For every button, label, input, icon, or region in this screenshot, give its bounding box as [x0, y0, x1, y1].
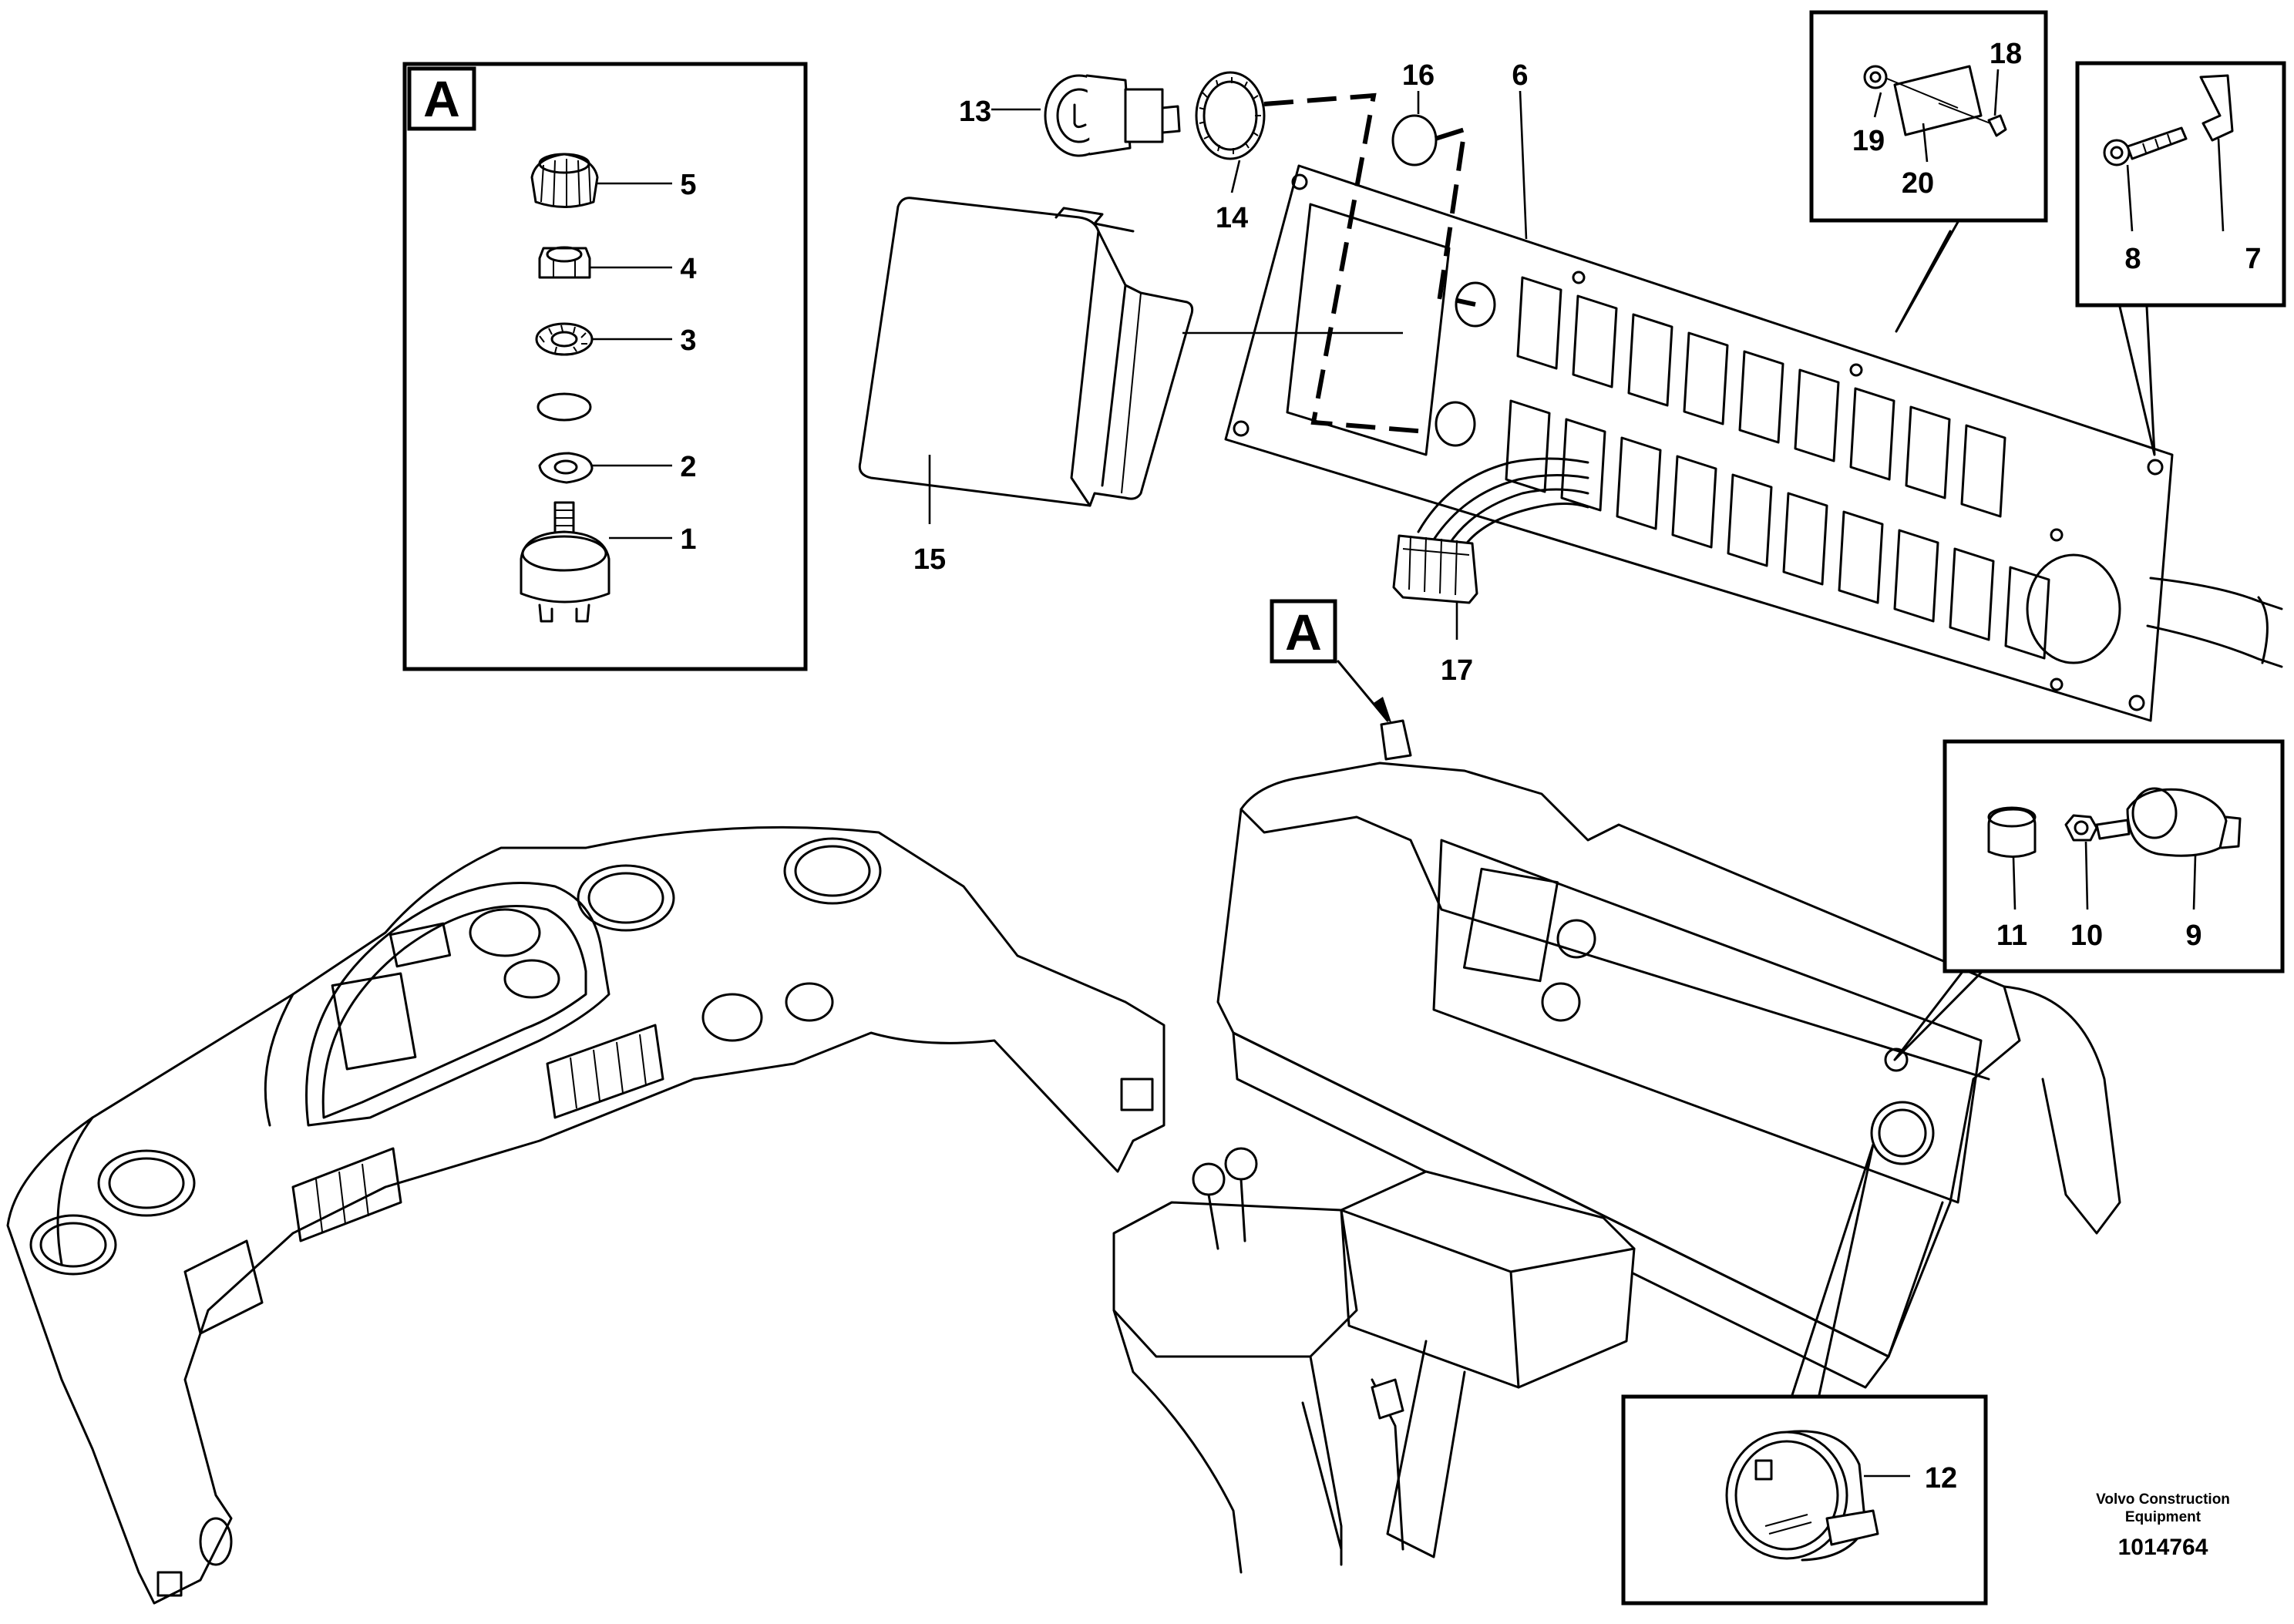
pointer-gauge — [1791, 1143, 1875, 1397]
switch-slot — [1683, 331, 1729, 425]
callout-label-3: 3 — [680, 324, 696, 357]
callout-label-6: 6 — [1512, 59, 1528, 92]
display-unit-part-15 — [858, 197, 1194, 507]
credit-line-1: Volvo Construction — [2096, 1491, 2230, 1508]
credit-block: Volvo Construction Equipment 1014764 — [2096, 1491, 2230, 1560]
callout-box-a: A — [1270, 599, 1392, 725]
pointer-screw-clip — [2118, 305, 2156, 456]
drawing-number: 1014764 — [2118, 1535, 2208, 1560]
switch-slot — [1627, 313, 1673, 407]
cab-interior-view — [1112, 719, 2121, 1574]
switch-slot — [1727, 473, 1773, 567]
o-ring — [536, 392, 592, 422]
switch-slot — [1516, 276, 1562, 370]
dashboard-console-left — [6, 825, 1166, 1605]
detail-box-gauge — [1621, 1394, 1988, 1606]
detail-box-a: A — [402, 62, 808, 671]
switch-slot — [1782, 492, 1828, 586]
washer-part-3 — [535, 322, 594, 356]
connector-harness-part-17 — [1392, 457, 1589, 604]
blanking-plug-part-16 — [1391, 114, 1438, 166]
callout-label-7: 7 — [2245, 243, 2261, 275]
bezel-ring-part-14 — [1195, 71, 1266, 160]
callout-label-12: 12 — [1925, 1462, 1957, 1495]
callout-box-a-letter: A — [1285, 604, 1322, 661]
switch-slot — [1905, 405, 1951, 499]
switch-slot — [1572, 294, 1618, 388]
washer-part-2 — [538, 452, 594, 484]
callout-label-5: 5 — [680, 169, 696, 201]
pointer-fastener-plate — [1895, 220, 1959, 333]
switch-slot — [1616, 436, 1662, 530]
switch-slot — [1671, 455, 1717, 549]
callout-label-15: 15 — [913, 543, 946, 576]
power-socket-part-13 — [1044, 74, 1181, 157]
switch-slot-grid — [1505, 276, 2050, 660]
callout-label-8: 8 — [2124, 243, 2141, 275]
detail-box-screw-clip — [2075, 61, 2286, 308]
callout-label-19: 19 — [1852, 125, 1885, 157]
nut-part-4 — [538, 246, 591, 279]
callout-label-10: 10 — [2070, 920, 2103, 952]
switch-slot — [1505, 399, 1551, 493]
knob-part-5 — [530, 153, 599, 208]
callout-label-17: 17 — [1441, 654, 1473, 687]
switch-slot — [2004, 566, 2050, 660]
callout-label-18: 18 — [1990, 38, 2022, 70]
callout-label-2: 2 — [680, 451, 696, 483]
callout-label-20: 20 — [1902, 167, 1934, 200]
rotary-switch-part-1 — [520, 501, 610, 623]
detail-box-fastener-plate — [1809, 10, 2048, 223]
detail-box-rotary-control — [1942, 739, 2285, 973]
switch-panel-part-6 — [1224, 164, 2174, 722]
callout-label-4: 4 — [680, 253, 696, 285]
switch-slot — [1838, 510, 1884, 604]
switch-slot — [1960, 424, 2006, 518]
pointer-rotary-control — [1893, 971, 1983, 1061]
callout-label-9: 9 — [2185, 920, 2202, 952]
switch-slot — [1949, 547, 1995, 641]
switch-slot — [1560, 418, 1606, 512]
credit-line-2: Equipment — [2125, 1509, 2202, 1525]
callout-label-16: 16 — [1402, 59, 1435, 92]
callout-label-14: 14 — [1216, 202, 1248, 234]
cable-bundle — [2146, 577, 2283, 668]
callout-label-1: 1 — [680, 523, 696, 556]
switch-slot — [1849, 387, 1895, 481]
switch-slot — [1738, 350, 1784, 444]
callout-label-11: 11 — [1996, 920, 2027, 952]
callout-label-13: 13 — [959, 96, 991, 128]
dashed-connection-line-2 — [1435, 126, 1476, 307]
switch-slot — [1893, 529, 1939, 623]
switch-slot — [1794, 368, 1840, 462]
dashed-connection-line-1 — [1263, 92, 1427, 434]
detail-box-a-letter: A — [423, 70, 460, 127]
